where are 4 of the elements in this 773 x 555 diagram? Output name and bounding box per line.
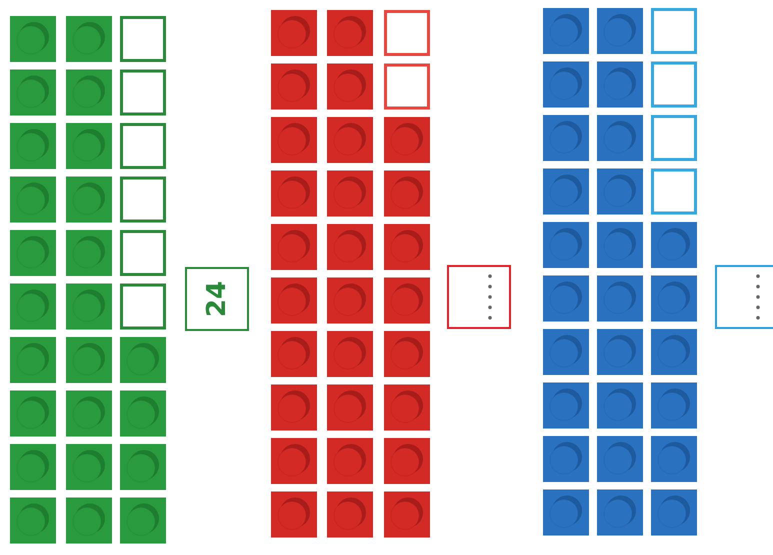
answer-box	[715, 265, 773, 329]
answer-box	[447, 265, 511, 329]
answer-number: 24	[202, 280, 232, 318]
answer-box	[185, 267, 249, 331]
